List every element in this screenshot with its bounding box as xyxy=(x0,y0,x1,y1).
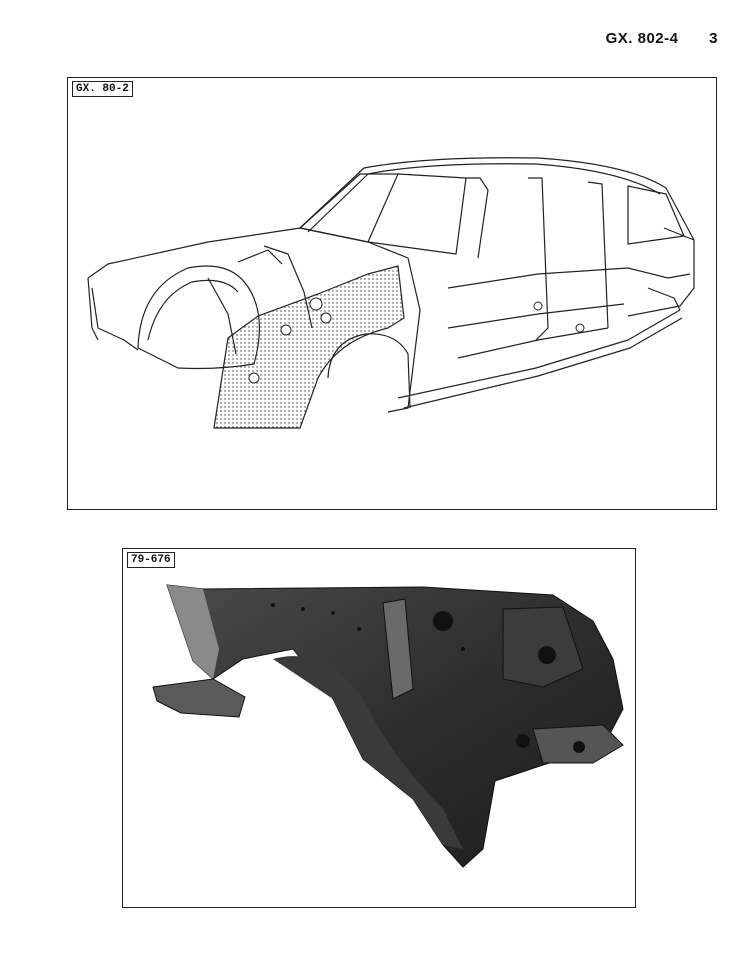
car-body-shell-drawing xyxy=(87,157,695,429)
wing-panel-photo-figure: 79-676 xyxy=(122,548,636,908)
document-code: GX. 802-4 xyxy=(605,30,679,47)
page-number: 3 xyxy=(709,30,718,47)
wing-panel-photo xyxy=(152,584,624,868)
body-shell-drawing-figure: GX. 80-2 xyxy=(67,77,717,510)
page-header: GX. 802-4 3 xyxy=(606,30,718,47)
highlighted-wing-panel xyxy=(213,265,405,429)
figure-reference-tag: 79-676 xyxy=(127,552,175,568)
figure-reference-tag: GX. 80-2 xyxy=(72,81,133,97)
